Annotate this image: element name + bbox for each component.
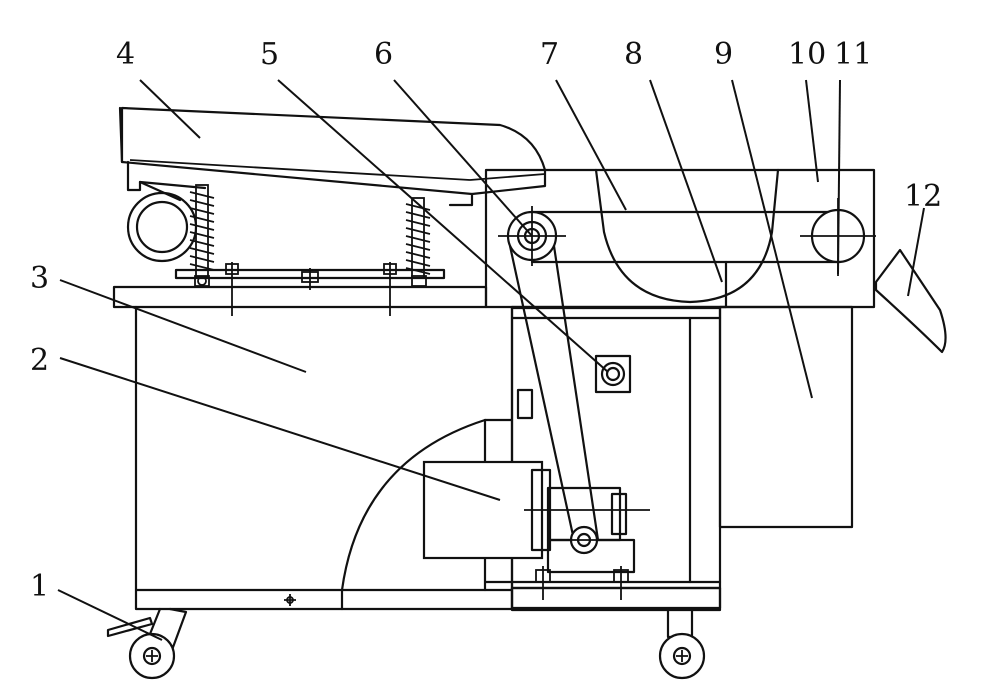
label-11: 11: [834, 37, 872, 72]
label-8: 8: [624, 37, 643, 72]
caster-left: [128, 607, 188, 680]
caster-pedal: [106, 616, 154, 638]
motor-mount-bolts: [535, 566, 629, 600]
label-6: 6: [374, 37, 393, 72]
label-12: 12: [904, 179, 942, 214]
leader-lines: [57, 79, 925, 641]
electric-motor: [422, 460, 650, 574]
feeder-motor-drum: [126, 191, 198, 263]
label-1: 1: [30, 569, 49, 604]
conveyor-belt: [530, 210, 842, 264]
label-3: 3: [30, 261, 49, 296]
label-7: 7: [540, 37, 559, 72]
label-10: 10: [788, 37, 826, 72]
top-table: [112, 285, 488, 309]
caster-right: [658, 607, 706, 680]
bearing-knob: [594, 354, 632, 394]
label-9: 9: [714, 37, 733, 72]
label-2: 2: [30, 343, 49, 378]
label-4: 4: [116, 37, 135, 72]
discharge-chute: [874, 248, 947, 354]
vibrating-feeder: [118, 106, 547, 207]
motor-pulley: [566, 525, 602, 555]
frame-cabinet: [134, 305, 514, 611]
crushing-box: [484, 168, 876, 309]
part-labels: 1 2 3 4 5 6 7 8 9 10 11 12: [30, 37, 942, 604]
hopper-u-shape: [594, 168, 780, 309]
label-5: 5: [260, 37, 279, 72]
right-cabinet: [718, 305, 854, 529]
spring-left: [189, 184, 215, 278]
right-support-frame: [484, 306, 722, 612]
